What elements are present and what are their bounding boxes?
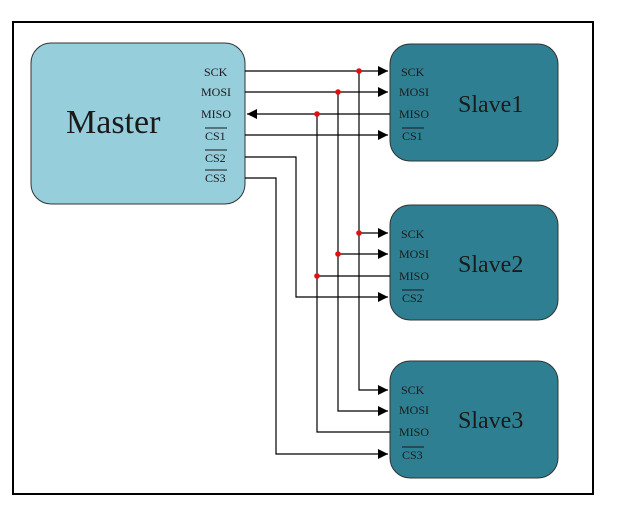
slave3-pin-miso: MISO bbox=[399, 425, 429, 439]
wire-mosi-slave3 bbox=[337, 254, 388, 416]
slave2-pin-cs: CS2 bbox=[402, 291, 423, 305]
slave3-pin-sck: SCK bbox=[401, 383, 425, 397]
slave2-pin-sck: SCK bbox=[401, 227, 425, 241]
slave3-box bbox=[389, 360, 559, 479]
wire-cs2 bbox=[245, 156, 388, 302]
junctions bbox=[314, 68, 362, 279]
slave3-pin-cs: CS3 bbox=[402, 448, 423, 462]
slave2-box bbox=[389, 204, 559, 321]
slave1-box bbox=[389, 43, 559, 162]
slave1-pin-sck: SCK bbox=[401, 65, 425, 79]
slave2-block: Slave2 SCK MOSI MISO CS2 bbox=[389, 204, 559, 321]
junction-dot bbox=[314, 273, 320, 279]
wires bbox=[245, 66, 390, 459]
slave3-block: Slave3 SCK MOSI MISO CS3 bbox=[389, 360, 559, 479]
master-pin-mosi: MOSI bbox=[201, 85, 231, 99]
junction-dot bbox=[314, 111, 320, 117]
master-title: Master bbox=[66, 104, 161, 141]
slave1-title: Slave1 bbox=[458, 92, 523, 118]
junction-dot bbox=[335, 89, 341, 95]
master-pin-sck: SCK bbox=[204, 65, 228, 79]
slave2-pin-miso: MISO bbox=[399, 269, 429, 283]
junction-dot bbox=[335, 251, 341, 257]
wire-miso-slave3 bbox=[316, 276, 390, 433]
master-pin-cs2: CS2 bbox=[205, 151, 226, 165]
master-pin-cs1: CS1 bbox=[205, 129, 226, 143]
master-block: Master SCK MOSI MISO CS1 CS2 CS3 bbox=[30, 42, 246, 205]
diagram-frame bbox=[12, 21, 594, 495]
wire-miso-slave2 bbox=[316, 114, 390, 277]
junction-dot bbox=[356, 68, 362, 74]
slave3-pin-mosi: MOSI bbox=[399, 403, 429, 417]
wire-cs3 bbox=[245, 177, 388, 459]
junction-dot bbox=[356, 230, 362, 236]
wire-sck-slave3 bbox=[358, 233, 388, 395]
wire-sck-slave2 bbox=[358, 71, 388, 238]
master-pin-miso: MISO bbox=[201, 107, 231, 121]
slave1-pin-mosi: MOSI bbox=[399, 85, 429, 99]
wire-mosi-slave2 bbox=[337, 92, 388, 259]
slave1-pin-miso: MISO bbox=[399, 107, 429, 121]
master-pin-cs3: CS3 bbox=[205, 171, 226, 185]
slave3-title: Slave3 bbox=[458, 408, 523, 434]
slave2-pin-mosi: MOSI bbox=[399, 247, 429, 261]
master-box bbox=[30, 42, 246, 205]
slave1-pin-cs: CS1 bbox=[402, 129, 423, 143]
slave2-title: Slave2 bbox=[458, 252, 523, 278]
slave1-block: Slave1 SCK MOSI MISO CS1 bbox=[389, 43, 559, 162]
